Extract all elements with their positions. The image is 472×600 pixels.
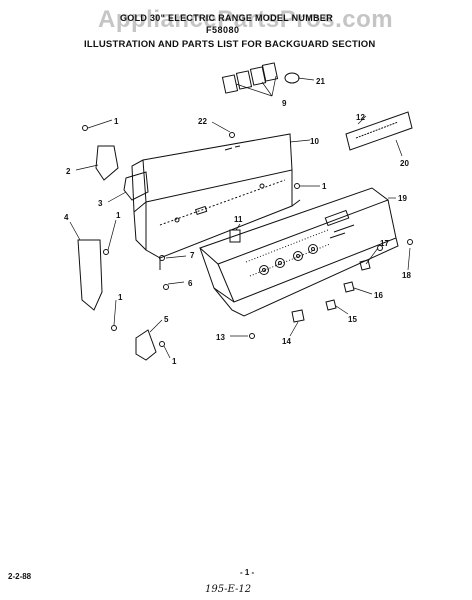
callout-18: 18 (402, 271, 411, 280)
callout-15: 15 (348, 315, 357, 324)
footer-date: 2-2-88 (8, 572, 32, 581)
callout-19: 19 (398, 194, 407, 203)
knob-14 (291, 309, 305, 323)
watermark: AppliancePartsPros.com (98, 6, 394, 33)
diagram-title: ILLUSTRATION AND PARTS LIST FOR BACKGUAR… (84, 39, 376, 50)
side-bracket-upper (95, 145, 119, 181)
callout-13: 13 (216, 333, 225, 342)
knob-16 (343, 281, 355, 293)
control-panel (199, 187, 399, 317)
callout-10: 10 (310, 137, 319, 146)
callout-7: 7 (190, 251, 195, 260)
callout-4: 4 (64, 213, 69, 222)
leader-lines (69, 75, 411, 359)
knob-openings (259, 244, 318, 275)
clip-11 (229, 229, 241, 243)
callout-20: 20 (400, 159, 409, 168)
callout-22: 22 (198, 117, 207, 126)
callout-1a: 1 (114, 117, 119, 126)
screws (82, 125, 413, 347)
mount-bracket (135, 329, 157, 361)
callout-5: 5 (164, 315, 169, 324)
callout-9: 9 (282, 99, 287, 108)
callout-14: 14 (282, 337, 291, 346)
callout-labels: 1 2 3 4 1 1 5 1 22 10 1 7 6 11 19 17 18 … (64, 77, 411, 366)
callout-12: 12 (356, 113, 365, 122)
callout-3: 3 (98, 199, 103, 208)
callout-1c: 1 (118, 293, 123, 302)
knob-15 (325, 299, 337, 311)
footer-handwritten-code: 195-E-12 (205, 584, 252, 595)
clock-timer-assembly (345, 111, 413, 151)
callout-6: 6 (188, 279, 193, 288)
callout-17: 17 (380, 239, 389, 248)
knob-17 (359, 259, 371, 271)
backguard-frame (131, 133, 301, 270)
bracket-lower (123, 171, 149, 201)
callout-16: 16 (374, 291, 383, 300)
callout-21: 21 (316, 77, 325, 86)
indicator-light-21 (284, 72, 300, 84)
range-model-title: GOLD 30" ELECTRIC RANGE MODEL NUMBER (120, 13, 333, 23)
callout-2: 2 (66, 167, 71, 176)
end-cap (77, 239, 103, 311)
callout-11: 11 (234, 215, 243, 224)
callout-1e: 1 (322, 182, 327, 191)
footer-page-number: - 1 - (240, 568, 255, 577)
model-number: F58080 (206, 25, 240, 35)
switch-group (221, 62, 279, 94)
callout-1b: 1 (116, 211, 121, 220)
callout-1d: 1 (172, 357, 177, 366)
